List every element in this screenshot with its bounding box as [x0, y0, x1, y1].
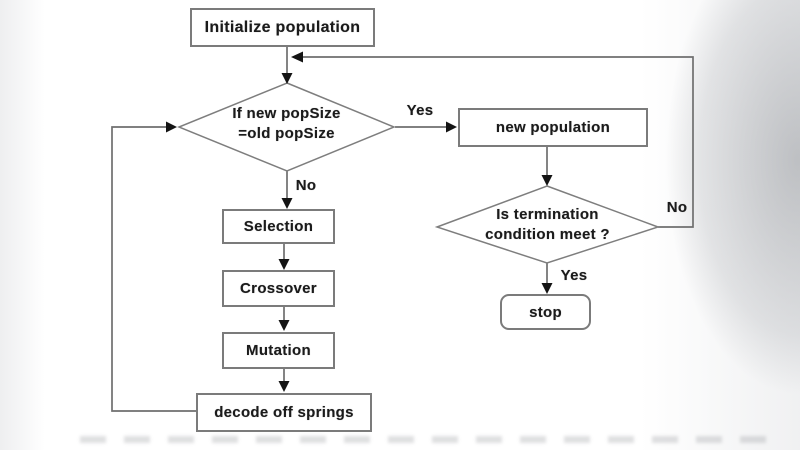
edge-label-popsize-no: No: [295, 177, 317, 194]
decision-termination-line2: condition meet ?: [485, 226, 610, 243]
arrowhead-down-icon: [541, 175, 553, 186]
edge-label-termination-no: No: [666, 199, 688, 216]
node-mutation: Mutation: [222, 332, 335, 369]
decision-termination-line1: Is termination: [496, 206, 599, 223]
node-decode-offsprings: decode off springs: [196, 393, 372, 432]
node-selection: Selection: [222, 209, 335, 244]
arrowhead-down-icon: [278, 259, 290, 270]
decision-popsize-line1: If new popSize: [232, 105, 341, 122]
node-decode-offsprings-label: decode off springs: [214, 404, 354, 421]
decision-popsize-line2: =old popSize: [238, 125, 335, 142]
decision-popsize-label: If new popSize =old popSize: [196, 104, 377, 144]
faded-caption-artifact: [80, 436, 770, 443]
node-stop: stop: [500, 294, 591, 330]
node-selection-label: Selection: [243, 218, 314, 235]
node-crossover: Crossover: [222, 270, 335, 307]
decision-popsize-diamond: [177, 82, 396, 172]
arrowhead-down-icon: [278, 320, 290, 331]
arrowhead-down-icon: [541, 283, 553, 294]
arrowhead-left-icon: [291, 51, 303, 63]
decision-termination-label: Is termination condition meet ?: [457, 205, 638, 245]
decision-termination-diamond: [434, 185, 661, 264]
arrowhead-right-icon: [166, 121, 177, 133]
node-crossover-label: Crossover: [240, 280, 317, 297]
node-new-population: new population: [458, 108, 648, 147]
node-mutation-label: Mutation: [246, 342, 311, 359]
edge-decode-loopback: [111, 126, 196, 412]
arrowhead-down-icon: [281, 73, 293, 84]
node-initialize-population-label: Initialize population: [204, 18, 361, 36]
arrowhead-right-icon: [446, 121, 457, 133]
node-initialize-population: Initialize population: [190, 8, 375, 47]
edge-label-termination-yes: Yes: [560, 267, 588, 284]
arrowhead-down-icon: [281, 198, 293, 209]
arrowhead-down-icon: [278, 381, 290, 392]
edge-label-popsize-yes: Yes: [406, 102, 434, 119]
node-new-population-label: new population: [495, 119, 611, 136]
edge-termination-no-feedback: [301, 56, 694, 228]
node-stop-label: stop: [529, 303, 562, 321]
